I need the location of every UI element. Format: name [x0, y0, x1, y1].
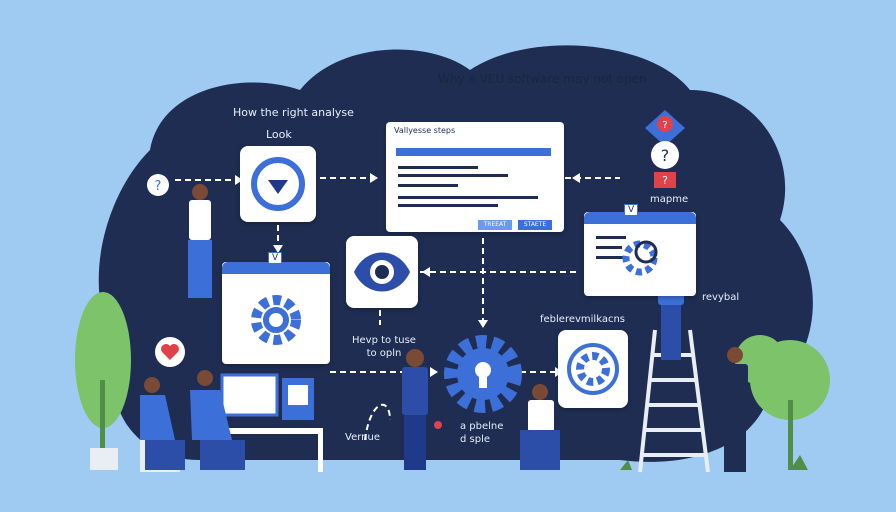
svg-text:?: ? — [662, 174, 668, 187]
revybal-label: revybal — [702, 292, 740, 303]
person-right-standing — [722, 347, 748, 472]
monitor — [220, 373, 279, 417]
gear-icon-right — [567, 343, 619, 395]
target-icon — [251, 157, 305, 211]
keyhole-gear-icon — [444, 335, 522, 413]
analysis-window: V — [584, 204, 696, 296]
svg-text:?: ? — [661, 146, 670, 165]
search-gear-icon — [596, 236, 658, 276]
settings-window: V — [222, 252, 330, 364]
lens-card — [346, 236, 418, 308]
how-title: How the right analyse — [233, 106, 354, 119]
look-label: Look — [266, 128, 292, 141]
ground — [0, 470, 896, 512]
mapme-label: mapme — [650, 194, 689, 205]
look-card — [240, 146, 316, 222]
gear-icon — [251, 295, 301, 345]
svg-text:?: ? — [155, 179, 162, 194]
v-badge-right: V — [624, 204, 639, 216]
dialog-button-2[interactable]: STAETE — [518, 220, 552, 230]
why-title: Why a VEU software may not open — [438, 72, 647, 86]
dialog-button-1[interactable]: TREEAT — [478, 220, 512, 230]
gear-card — [558, 330, 628, 408]
person-seated-right — [520, 384, 560, 470]
dialog-title: Vallyesse steps — [394, 126, 456, 135]
progress-bar — [396, 148, 551, 156]
v-badge: V — [268, 252, 283, 264]
venue-label: Vernue — [345, 432, 380, 443]
desk — [218, 428, 323, 434]
steps-dialog: Vallyesse steps TREEAT STAETE — [386, 122, 564, 232]
tree-left — [75, 292, 131, 428]
tree-right-trunk — [788, 400, 793, 470]
tree-left-trunk — [100, 380, 105, 450]
puzzle-label: a pbelne d sple — [460, 421, 504, 445]
person-seated-2 — [190, 370, 245, 470]
person-left-standing — [188, 184, 212, 298]
planter — [90, 448, 118, 470]
table-label: feblerevmilkacns — [540, 314, 625, 325]
question-bubble-left — [147, 174, 169, 196]
person-center-suit — [402, 349, 428, 470]
aperture-icon — [354, 252, 410, 292]
person-seated-1 — [140, 377, 185, 470]
svg-text:?: ? — [662, 120, 667, 131]
help-label: Hevp to tuse to opln — [352, 335, 416, 359]
